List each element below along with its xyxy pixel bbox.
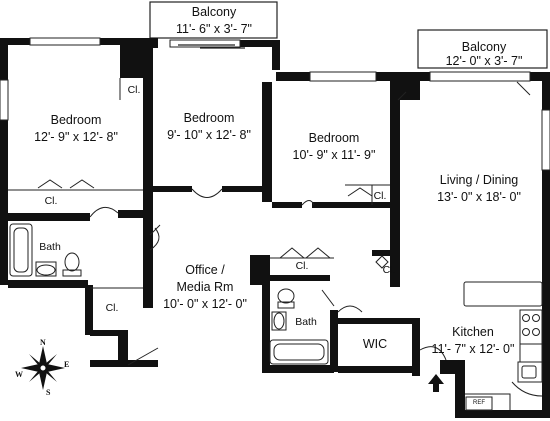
compass-w: W bbox=[15, 370, 23, 379]
kitchen-dims: 11'- 7" x 12'- 0" bbox=[431, 342, 515, 356]
balcony-left-name: Balcony bbox=[191, 5, 237, 19]
door-swings bbox=[37, 81, 531, 366]
bedroom-1-name: Bedroom bbox=[50, 113, 102, 127]
wic-label: WIC bbox=[362, 337, 388, 351]
bedroom-3-name: Bedroom bbox=[308, 131, 360, 145]
living-dining-name: Living / Dining bbox=[439, 173, 519, 187]
bath-1-label: Bath bbox=[39, 241, 61, 253]
entry-arrow-icon bbox=[428, 374, 444, 392]
sliding-doors bbox=[178, 44, 245, 49]
bedroom-1-label: Bedroom 12'- 9" x 12'- 8" bbox=[34, 112, 118, 146]
bedroom-3-dims: 10'- 9" x 11'- 9" bbox=[292, 148, 376, 162]
closet-walls bbox=[8, 78, 390, 289]
compass-s: S bbox=[46, 388, 51, 397]
closet-label-3: Cl. bbox=[373, 190, 387, 202]
fridge-label: REF bbox=[473, 400, 485, 406]
bedroom-3-label: Bedroom 10'- 9" x 11'- 9" bbox=[293, 130, 376, 164]
balcony-left-dims: 11'- 6" x 3'- 7" bbox=[176, 22, 252, 36]
compass-e: E bbox=[64, 360, 70, 369]
balcony-right-dims: 12'- 0" x 3'- 7" bbox=[445, 54, 523, 68]
balcony-right-name: Balcony bbox=[461, 40, 507, 54]
living-dining-dims: 13'- 0" x 18'- 0" bbox=[437, 190, 521, 204]
balcony-right-label: Balcony 12'- 0" x 3'- 7" bbox=[446, 40, 523, 68]
bedroom-1-dims: 12'- 9" x 12'- 8" bbox=[34, 130, 118, 144]
bathtubs bbox=[9, 223, 329, 365]
office-label: Office / Media Rm 10'- 0" x 12'- 0" bbox=[163, 262, 247, 313]
bedroom-2-dims: 9'- 10" x 12'- 8" bbox=[167, 128, 251, 142]
kitchen-label: Kitchen 11'- 7" x 12'- 0" bbox=[432, 324, 515, 358]
kitchen-name: Kitchen bbox=[452, 325, 494, 339]
closet-label-5: Cl. bbox=[382, 264, 396, 276]
balcony-outlines bbox=[149, 1, 548, 69]
balcony-left-label: Balcony 11'- 6" x 3'- 7" bbox=[176, 4, 252, 38]
closet-label-2: Cl. bbox=[44, 195, 58, 207]
office-name-2: Media Rm bbox=[176, 280, 234, 294]
kitchen-fixtures bbox=[463, 281, 543, 411]
bedroom-2-name: Bedroom bbox=[183, 111, 235, 125]
closet-label-6: Cl. bbox=[105, 302, 119, 314]
bedroom-2-label: Bedroom 9'- 10" x 12'- 8" bbox=[167, 110, 251, 144]
office-name: Office / bbox=[185, 263, 225, 277]
living-dining-label: Living / Dining 13'- 0" x 18'- 0" bbox=[437, 172, 521, 206]
office-dims: 10'- 0" x 12'- 0" bbox=[163, 297, 247, 311]
walls bbox=[0, 38, 550, 418]
windows bbox=[0, 37, 550, 171]
closet-label-4: Cl. bbox=[295, 260, 309, 272]
compass-rose-icon bbox=[21, 346, 65, 390]
bath-2-label: Bath bbox=[295, 316, 317, 328]
fixtures bbox=[35, 252, 295, 331]
closet-label-1: Cl. bbox=[127, 84, 141, 96]
compass-n: N bbox=[40, 338, 46, 347]
